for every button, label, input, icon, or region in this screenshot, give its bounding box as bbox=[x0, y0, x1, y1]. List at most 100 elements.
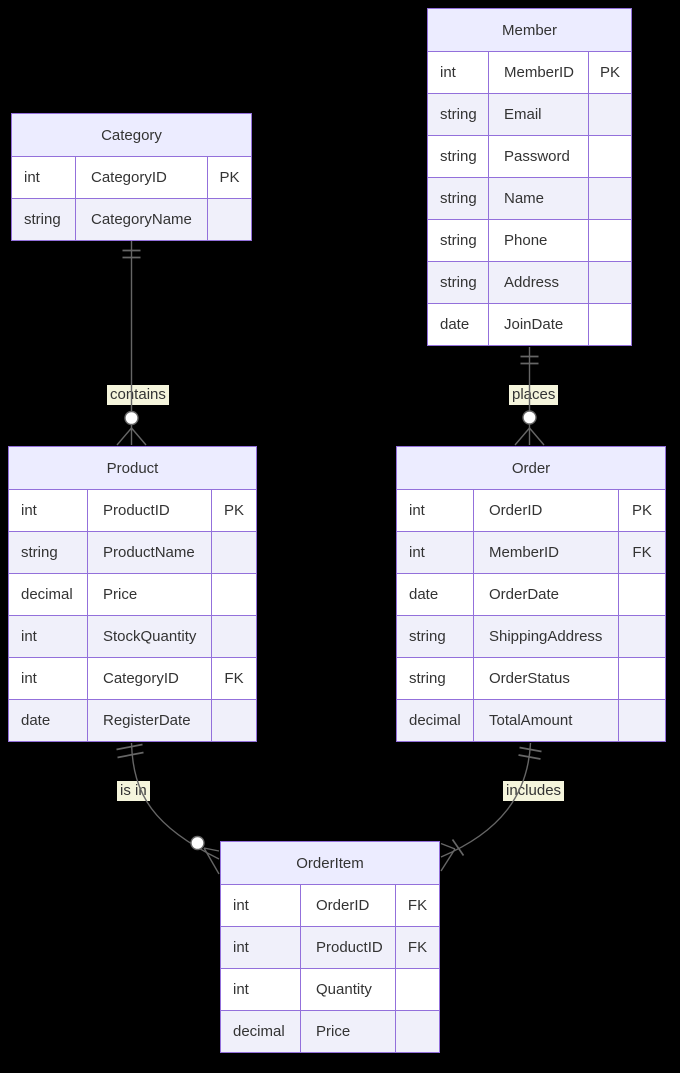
attr-key bbox=[211, 615, 256, 657]
attr-name: MemberID bbox=[473, 531, 618, 573]
relationship-label-is-in: is in bbox=[117, 781, 150, 801]
relationship-includes-line bbox=[440, 742, 542, 872]
attr-type: date bbox=[428, 303, 488, 345]
one-cardinality-ticks-icon bbox=[518, 746, 542, 760]
attr-key: PK bbox=[588, 51, 631, 93]
attr-type: string bbox=[428, 135, 488, 177]
attr-name: OrderStatus bbox=[473, 657, 618, 699]
attr-type: int bbox=[221, 968, 300, 1010]
table-row: int OrderID FK bbox=[221, 884, 439, 926]
attr-key bbox=[588, 135, 631, 177]
attr-type: string bbox=[428, 93, 488, 135]
attr-type: decimal bbox=[9, 573, 87, 615]
one-cardinality-ticks-icon bbox=[116, 743, 144, 759]
relationship-label-includes: includes bbox=[503, 781, 565, 801]
attr-key bbox=[618, 657, 665, 699]
table-row: int MemberID FK bbox=[397, 531, 665, 573]
attr-name: Email bbox=[488, 93, 588, 135]
table-row: int ProductID FK bbox=[221, 926, 439, 968]
table-row: string Address bbox=[428, 261, 631, 303]
attr-type: string bbox=[9, 531, 87, 573]
attr-type: int bbox=[9, 615, 87, 657]
attr-type: int bbox=[9, 657, 87, 699]
attr-type: int bbox=[9, 489, 87, 531]
table-row: int OrderID PK bbox=[397, 489, 665, 531]
attr-type: string bbox=[428, 261, 488, 303]
attr-name: TotalAmount bbox=[473, 699, 618, 741]
attr-type: int bbox=[428, 51, 488, 93]
attr-key bbox=[588, 303, 631, 345]
attr-type: int bbox=[397, 489, 473, 531]
entity-orderitem-title: OrderItem bbox=[221, 842, 439, 884]
attr-key bbox=[588, 177, 631, 219]
attr-key bbox=[618, 699, 665, 741]
attr-type: int bbox=[12, 156, 75, 198]
attr-type: date bbox=[9, 699, 87, 741]
table-row: int MemberID PK bbox=[428, 51, 631, 93]
table-row: string ShippingAddress bbox=[397, 615, 665, 657]
attr-key: PK bbox=[207, 156, 251, 198]
table-row: date OrderDate bbox=[397, 573, 665, 615]
attr-name: Price bbox=[300, 1010, 395, 1052]
one-cardinality-ticks-icon bbox=[122, 249, 141, 259]
attr-key: FK bbox=[395, 884, 439, 926]
entity-category-title: Category bbox=[12, 114, 251, 156]
attr-name: OrderID bbox=[473, 489, 618, 531]
table-row: string OrderStatus bbox=[397, 657, 665, 699]
attr-key bbox=[207, 198, 251, 240]
attr-key: PK bbox=[211, 489, 256, 531]
attr-name: ShippingAddress bbox=[473, 615, 618, 657]
table-row: date JoinDate bbox=[428, 303, 631, 345]
table-row: int StockQuantity bbox=[9, 615, 256, 657]
attr-type: int bbox=[221, 926, 300, 968]
attr-key: FK bbox=[211, 657, 256, 699]
attr-type: string bbox=[428, 177, 488, 219]
attr-type: decimal bbox=[397, 699, 473, 741]
attr-name: Name bbox=[488, 177, 588, 219]
attr-type: date bbox=[397, 573, 473, 615]
attr-name: CategoryID bbox=[75, 156, 207, 198]
attr-key bbox=[211, 573, 256, 615]
table-row: decimal TotalAmount bbox=[397, 699, 665, 741]
table-row: int CategoryID PK bbox=[12, 156, 251, 198]
entity-member: Member int MemberID PK string Email stri… bbox=[427, 8, 632, 346]
attr-name: RegisterDate bbox=[87, 699, 211, 741]
attr-key bbox=[211, 531, 256, 573]
attr-key bbox=[588, 93, 631, 135]
table-row: int Quantity bbox=[221, 968, 439, 1010]
attr-name: JoinDate bbox=[488, 303, 588, 345]
attr-key: FK bbox=[395, 926, 439, 968]
attr-key bbox=[395, 968, 439, 1010]
attr-type: decimal bbox=[221, 1010, 300, 1052]
table-row: decimal Price bbox=[9, 573, 256, 615]
attr-name: CategoryID bbox=[87, 657, 211, 699]
attr-name: CategoryName bbox=[75, 198, 207, 240]
attr-name: ProductName bbox=[87, 531, 211, 573]
zero-or-many-crowsfoot-icon bbox=[190, 835, 220, 875]
relationship-label-contains: contains bbox=[107, 385, 169, 405]
attr-key bbox=[588, 261, 631, 303]
relationship-is-in-line bbox=[116, 742, 220, 875]
entity-category: Category int CategoryID PK string Catego… bbox=[11, 113, 252, 241]
attr-type: string bbox=[397, 615, 473, 657]
zero-or-many-crowsfoot-icon bbox=[116, 410, 147, 446]
table-row: string CategoryName bbox=[12, 198, 251, 240]
attr-name: MemberID bbox=[488, 51, 588, 93]
attr-type: string bbox=[428, 219, 488, 261]
attr-type: string bbox=[12, 198, 75, 240]
attr-key bbox=[618, 573, 665, 615]
table-row: string Name bbox=[428, 177, 631, 219]
one-or-many-crowsfoot-icon bbox=[440, 839, 465, 872]
attr-key: PK bbox=[618, 489, 665, 531]
entity-member-title: Member bbox=[428, 9, 631, 51]
entity-product: Product int ProductID PK string ProductN… bbox=[8, 446, 257, 742]
attr-name: Quantity bbox=[300, 968, 395, 1010]
attr-name: ProductID bbox=[87, 489, 211, 531]
attr-name: OrderDate bbox=[473, 573, 618, 615]
zero-or-many-crowsfoot-icon bbox=[514, 410, 545, 446]
attr-key bbox=[211, 699, 256, 741]
relationship-label-places: places bbox=[509, 385, 559, 405]
entity-order: Order int OrderID PK int MemberID FK dat… bbox=[396, 446, 666, 742]
table-row: int CategoryID FK bbox=[9, 657, 256, 699]
